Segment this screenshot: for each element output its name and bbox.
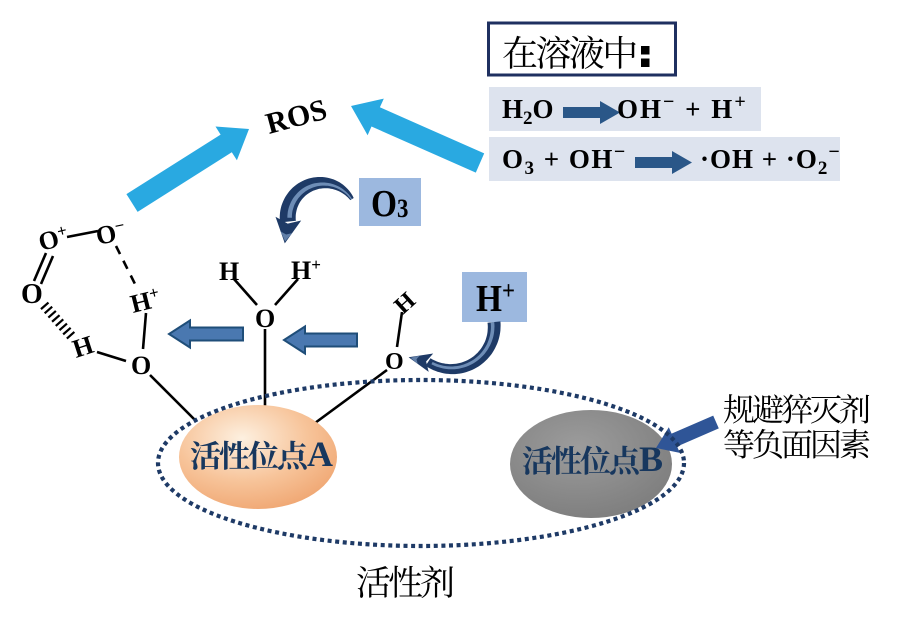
svg-text:O: O: [131, 351, 151, 380]
svg-text:O: O: [21, 279, 43, 310]
svg-text:O: O: [255, 304, 275, 333]
svg-text:OH− + H+: OH− + H+: [617, 91, 748, 124]
svg-text:O: O: [385, 349, 404, 375]
svg-text:B: B: [639, 439, 663, 479]
svg-text:O3: O3: [371, 182, 408, 224]
svg-text:O+: O+: [35, 220, 71, 256]
svg-text:A: A: [307, 434, 333, 474]
svg-text:O3 + OH−: O3 + OH−: [502, 141, 627, 179]
svg-text:H: H: [219, 257, 239, 286]
svg-text:·OH + ·O2−: ·OH + ·O2−: [700, 141, 841, 179]
svg-text:O−: O−: [93, 215, 129, 251]
